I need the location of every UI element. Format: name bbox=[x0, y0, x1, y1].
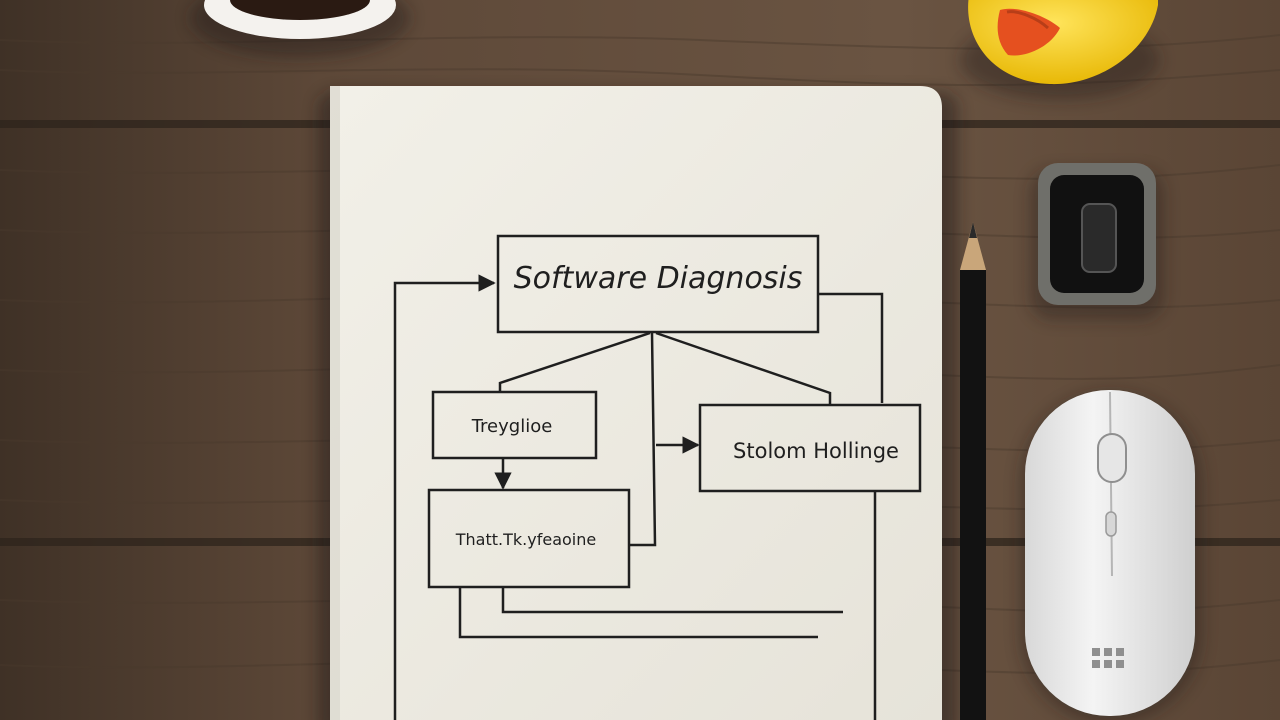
usb-drive bbox=[1030, 163, 1164, 320]
left-top-box-label: Treyglioe bbox=[471, 416, 553, 437]
left-bottom-box bbox=[427, 488, 631, 589]
loop-line-right bbox=[818, 292, 884, 403]
loop-line-left bbox=[393, 274, 496, 720]
right-box bbox=[698, 403, 922, 493]
connector-to-right bbox=[655, 331, 832, 405]
notebook bbox=[318, 86, 958, 720]
diagram-title: Software Diagnosis bbox=[514, 261, 803, 296]
coffee-cup bbox=[190, 0, 410, 58]
computer-mouse bbox=[1020, 390, 1202, 720]
connector-center-down bbox=[630, 332, 657, 547]
bottom-line-1 bbox=[501, 588, 843, 614]
pencil bbox=[960, 222, 986, 720]
left-bottom-box-label: Thatt.Tk.yfeaoine bbox=[455, 530, 596, 549]
connector-to-left-top bbox=[498, 331, 651, 392]
mouse-logo bbox=[1092, 648, 1124, 668]
rubber-duck bbox=[960, 0, 1160, 100]
left-top-box bbox=[431, 390, 598, 460]
bottom-line-2 bbox=[458, 588, 818, 639]
flowchart-diagram bbox=[393, 234, 922, 720]
title-box bbox=[496, 234, 820, 334]
right-box-label: Stolom Hollinge bbox=[733, 439, 899, 463]
scroll-wheel bbox=[1097, 433, 1127, 483]
